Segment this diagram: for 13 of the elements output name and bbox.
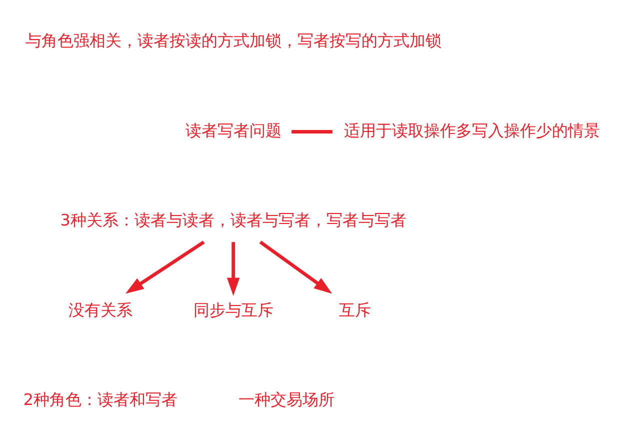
node-text: 互斥 (338, 300, 371, 320)
node-text: 3种关系：读者与读者，读者与写者，写者与写者 (60, 210, 406, 230)
label: 2种角色：读者和写者 (23, 390, 178, 410)
node-text: 没有关系 (68, 300, 132, 320)
arrow (259, 240, 332, 294)
label: 一种交易场所 (238, 390, 335, 410)
node-text: 同步与互斥 (193, 300, 274, 320)
arrow (126, 240, 205, 294)
arrow (226, 242, 240, 296)
node-text: 读者写者问题 (185, 120, 282, 140)
label: 与角色强相关，读者按读的方式加锁，写者按写的方式加锁 (25, 31, 442, 50)
connector (292, 130, 332, 134)
node-text: 适用于读取操作多写入操作少的情景 (344, 120, 600, 140)
